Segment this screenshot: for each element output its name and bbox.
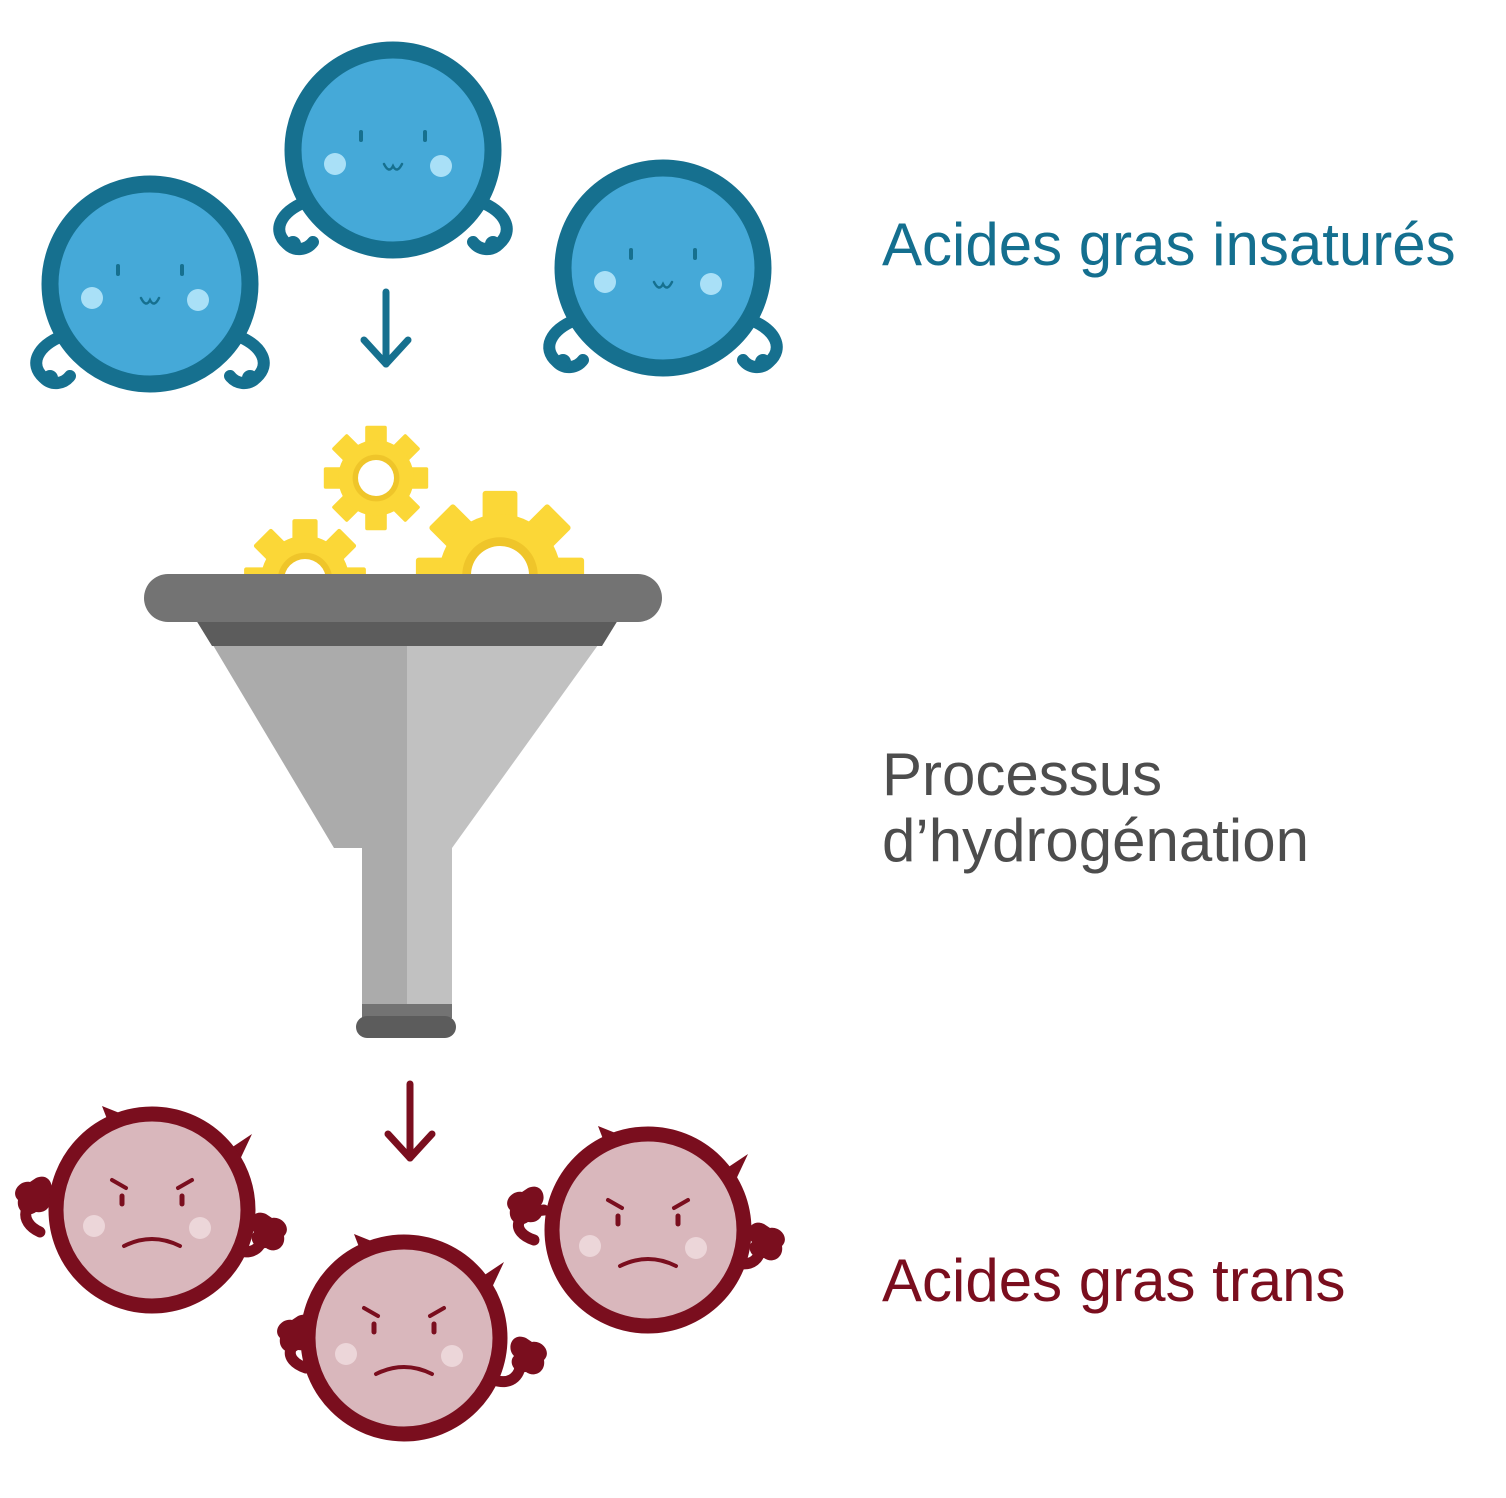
- angry-blob-icon: [277, 1234, 547, 1434]
- angry-blob-icon: [15, 1106, 287, 1306]
- happy-blob-icon: [36, 184, 264, 386]
- happy-blob-icon: [279, 50, 507, 252]
- process-label-line2: d’hydrogénation: [882, 807, 1310, 874]
- process-label-line1: Processus: [882, 741, 1163, 808]
- unsaturated-fatty-acids-label: Acides gras insaturés: [882, 211, 1456, 278]
- arrow-down-icon: [360, 288, 412, 368]
- gear-icon: [323, 425, 429, 531]
- trans-fatty-acids-label: Acides gras trans: [882, 1247, 1346, 1314]
- arrow-down-icon: [384, 1080, 436, 1162]
- happy-blob-icon: [549, 168, 777, 370]
- hydrogenation-process-label: Processus d’hydrogénation: [882, 742, 1309, 874]
- angry-blob-icon: [507, 1126, 785, 1326]
- funnel-icon: [144, 574, 662, 1038]
